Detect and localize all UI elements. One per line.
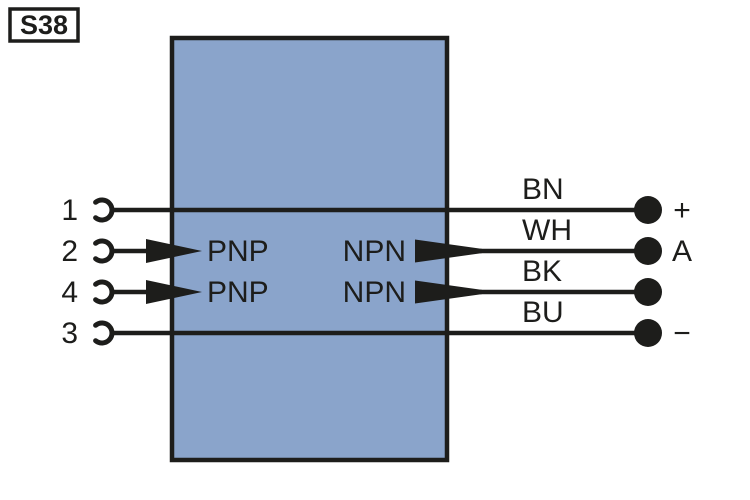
pin-row-4: 4 PNP NPN BK	[61, 255, 662, 309]
terminal-label: −	[673, 317, 691, 350]
diagram-id-frame	[8, 7, 80, 43]
pin-row-1: 1 BN +	[61, 173, 690, 227]
wire-color-label: BU	[522, 296, 564, 329]
pnp-arrow-icon	[146, 239, 202, 263]
diagram-id-label: S38	[20, 10, 68, 40]
pin-connector-icon	[93, 320, 115, 346]
npn-arrow-icon	[415, 280, 482, 304]
wire-color-label: BN	[522, 173, 564, 206]
pin-number: 2	[61, 235, 78, 268]
output-type-left: PNP	[207, 235, 269, 268]
pin-row-3: 3 BU −	[61, 296, 690, 350]
terminal-dot	[634, 196, 662, 224]
terminal-label: +	[673, 194, 691, 227]
pin-connector-icon	[93, 238, 115, 264]
pin-connector-icon	[93, 197, 115, 223]
wire-color-label: WH	[522, 214, 572, 247]
terminal-dot	[634, 237, 662, 265]
pin-number: 1	[61, 194, 78, 227]
sensor-body	[169, 35, 450, 463]
pin-number: 3	[61, 317, 78, 350]
output-type-right: NPN	[343, 235, 406, 268]
diagram-id-box: S38	[8, 7, 80, 43]
pin-number: 4	[61, 276, 78, 309]
terminal-dot	[634, 278, 662, 306]
output-type-right: NPN	[343, 276, 406, 309]
wire-color-label: BK	[522, 255, 562, 288]
pnp-arrow-icon	[146, 280, 202, 304]
pin-row-2: 2 PNP NPN WH A	[61, 214, 692, 268]
terminal-label: A	[672, 235, 692, 268]
terminal-dot	[634, 319, 662, 347]
npn-arrow-icon	[415, 239, 482, 263]
output-type-left: PNP	[207, 276, 269, 309]
pin-connector-icon	[93, 279, 115, 305]
